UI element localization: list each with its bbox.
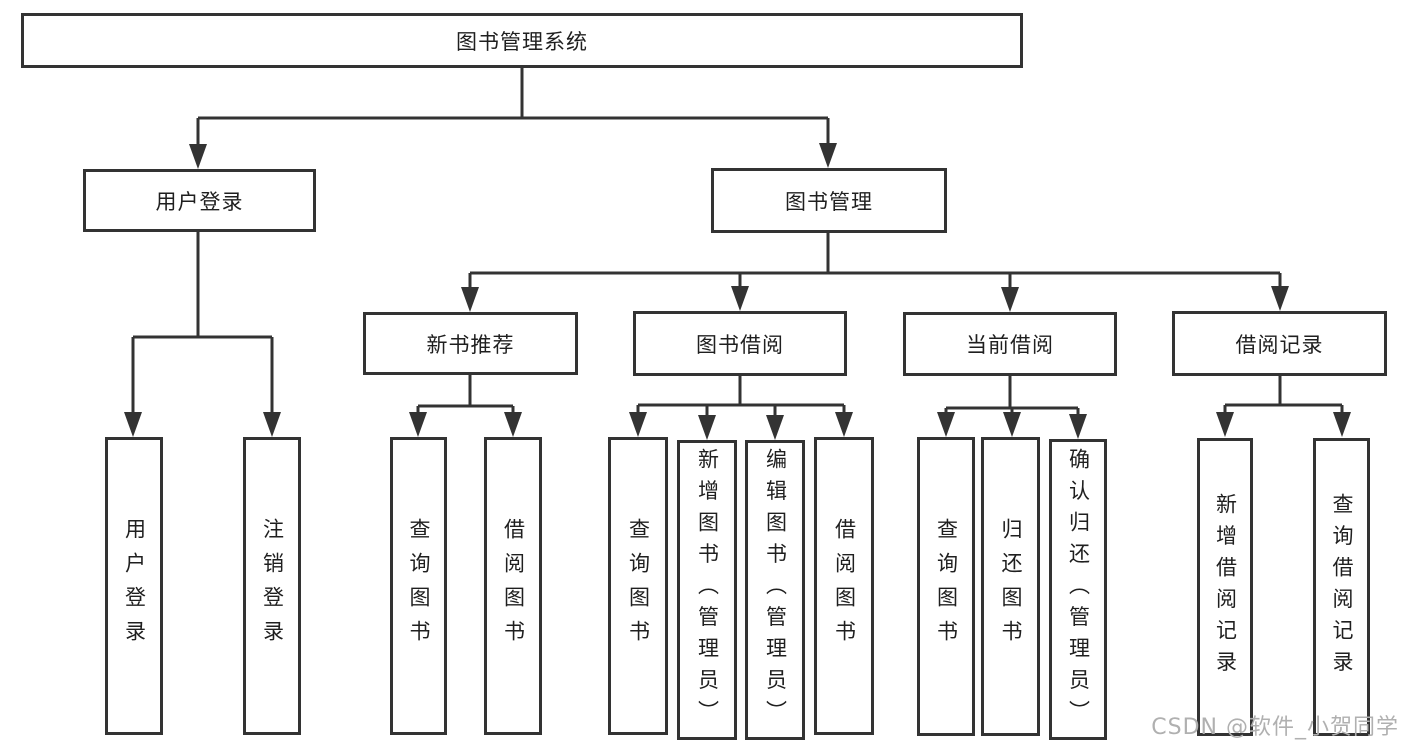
leaf-br-query-borrow-record: 查询借阅记录: [1313, 438, 1370, 736]
node-current-borrowing-label: 当前借阅: [966, 333, 1054, 357]
leaf-bb-borrow-books: 借阅图书: [814, 437, 874, 735]
node-borrowing-records: 借阅记录: [1172, 311, 1387, 376]
leaf-br-add-borrow-record: 新增借阅记录: [1197, 438, 1253, 736]
node-root-label: 图书管理系统: [456, 29, 588, 54]
leaf-bb-add-books-admin-label: 新增图书（管理员）: [695, 448, 720, 732]
leaf-bb-query-books-label: 查询图书: [626, 517, 651, 655]
leaf-br-add-borrow-record-label: 新增借阅记录: [1213, 492, 1238, 682]
leaf-bb-add-books-admin: 新增图书（管理员）: [677, 440, 737, 740]
leaf-logout-login: 注销登录: [243, 437, 301, 735]
leaf-cb-return-books-label: 归还图书: [999, 518, 1023, 655]
leaf-bb-query-books: 查询图书: [608, 437, 668, 735]
node-current-borrowing: 当前借阅: [903, 312, 1117, 376]
node-borrowing-records-label: 借阅记录: [1235, 332, 1324, 357]
leaf-nbr-query-books: 查询图书: [390, 437, 447, 735]
node-new-book-recommend: 新书推荐: [363, 312, 578, 375]
leaf-cb-confirm-return-admin-label: 确认归还（管理员）: [1066, 447, 1091, 732]
leaf-bb-edit-books-admin: 编辑图书（管理员）: [745, 440, 805, 740]
leaf-bb-borrow-books-label: 借阅图书: [832, 517, 857, 655]
leaf-cb-query-books: 查询图书: [917, 437, 975, 736]
node-user-login-label: 用户登录: [155, 189, 244, 214]
leaf-cb-confirm-return-admin: 确认归还（管理员）: [1049, 439, 1107, 740]
leaf-nbr-query-books-label: 查询图书: [407, 517, 431, 655]
node-book-borrowing: 图书借阅: [633, 311, 847, 376]
leaf-cb-query-books-label: 查询图书: [934, 518, 959, 655]
node-user-login: 用户登录: [83, 169, 316, 232]
node-root: 图书管理系统: [21, 13, 1023, 68]
node-book-borrowing-label: 图书借阅: [696, 332, 784, 357]
leaf-logout-login-label: 注销登录: [260, 517, 285, 655]
node-book-management-label: 图书管理: [785, 189, 873, 214]
leaf-nbr-borrow-books: 借阅图书: [484, 437, 542, 735]
leaf-user-login-label: 用户登录: [122, 517, 147, 655]
node-new-book-recommend-label: 新书推荐: [426, 332, 515, 357]
leaf-bb-edit-books-admin-label: 编辑图书（管理员）: [763, 448, 788, 732]
leaf-br-query-borrow-record-label: 查询借阅记录: [1330, 492, 1354, 682]
node-book-management: 图书管理: [711, 168, 947, 233]
leaf-user-login: 用户登录: [105, 437, 163, 735]
leaf-cb-return-books: 归还图书: [981, 437, 1040, 736]
leaf-nbr-borrow-books-label: 借阅图书: [501, 517, 526, 655]
